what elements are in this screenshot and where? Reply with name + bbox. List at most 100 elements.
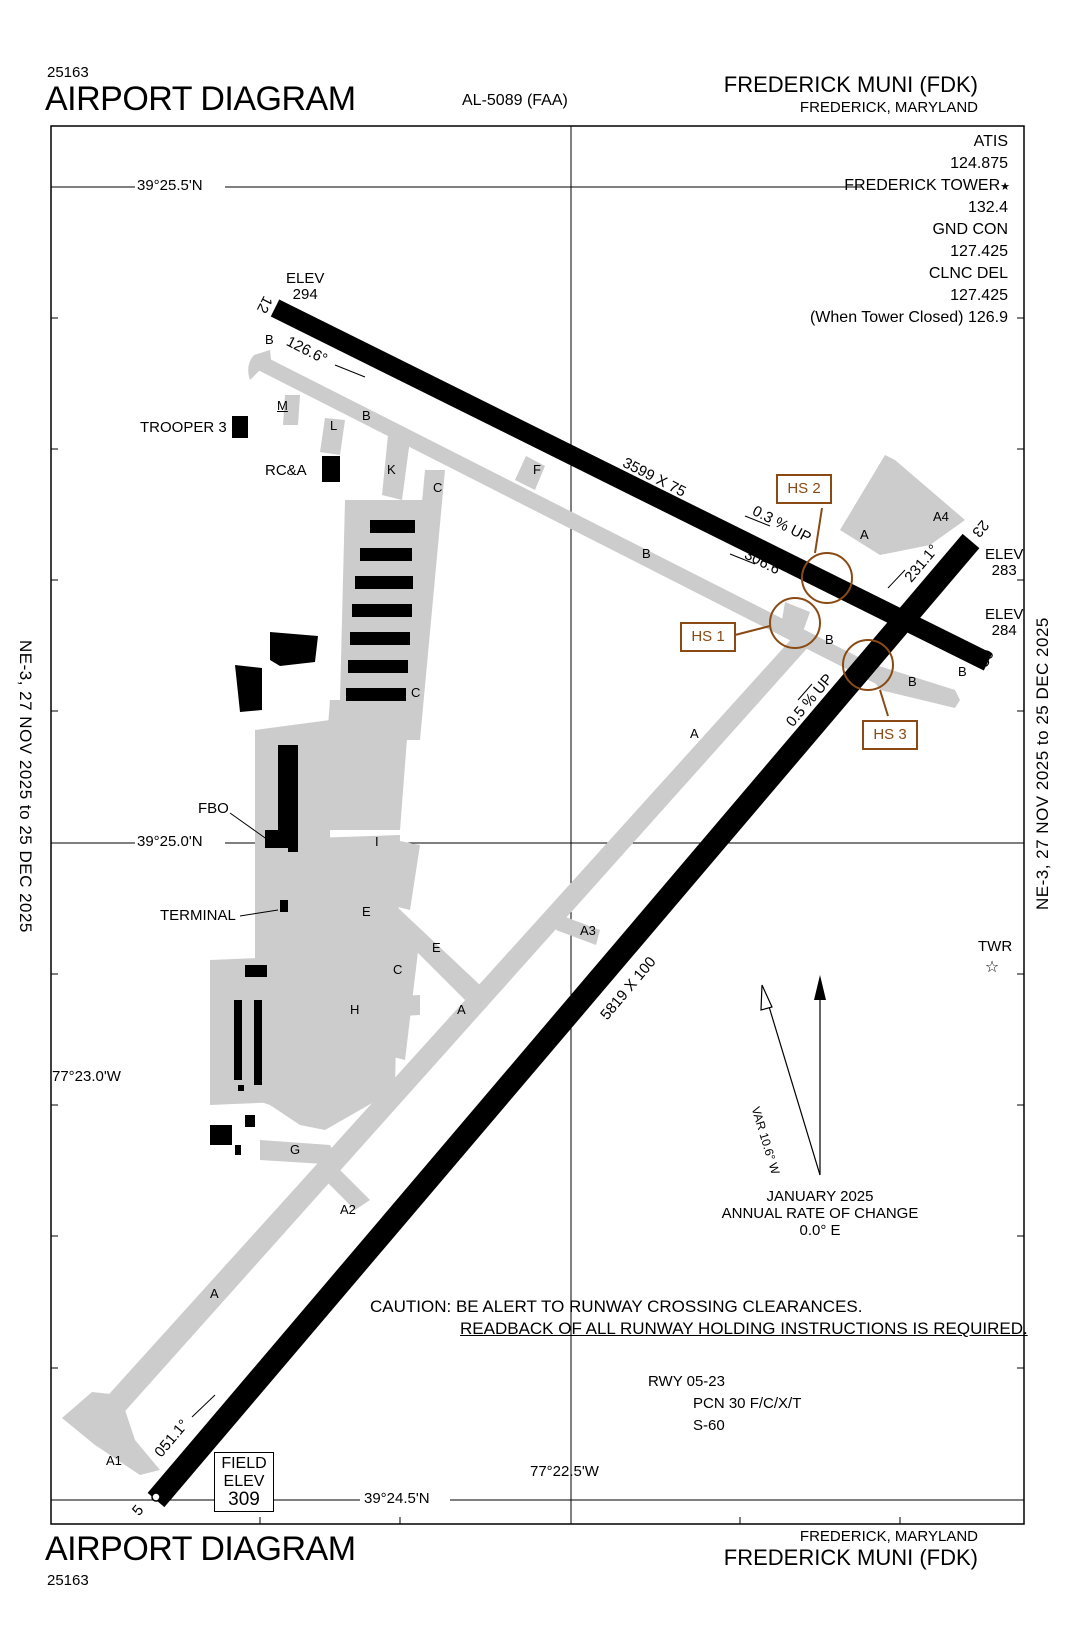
airport-name-top: FREDERICK MUNI (FDK) [723,72,978,97]
taxiway-b-label-6: B [958,664,967,679]
airport-location-top: FREDERICK, MARYLAND [799,99,978,116]
chart-title-top: AIRPORT DIAGRAM [45,80,356,118]
rwy-data-pcn: PCN 30 F/C/X/T [693,1395,802,1412]
tower-star-icon: ☆ [985,959,999,976]
terminal-leader-line [239,909,279,917]
taxiway-a-label-4: A [210,1286,219,1301]
lat-top: 39°25.5'N [137,177,203,194]
caution-line-2: READBACK OF ALL RUNWAY HOLDING INSTRUCTI… [460,1319,1028,1338]
atis-label: ATIS [973,133,1008,150]
tower-label-text: FREDERICK TOWER [844,177,1001,194]
terminal-label: TERMINAL [160,907,236,924]
hot-spot-3-circle [842,639,894,691]
airport-name-bottom: FREDERICK MUNI (FDK) [723,1545,978,1570]
fbo-label: FBO [198,800,229,817]
runway-12-30 [270,299,993,671]
building-terminal [280,900,288,912]
taxiway-b-label-2: B [362,408,371,423]
hot-spot-3-label[interactable]: HS 3 [862,720,918,750]
rwy-data-strength: S-60 [693,1417,725,1434]
tower-frequency: 132.4 [967,199,1008,216]
tower-star-small-icon: ★ [1000,181,1010,193]
taxiway-a-label-1: A [860,527,869,542]
rwy-30-elev-label: ELEV [985,606,1024,623]
atis-frequency: 124.875 [950,155,1008,172]
fbo-leader-line [229,812,269,841]
lat-mid: 39°25.0'N [137,833,203,850]
lon-right: 77°22.5'W [530,1463,599,1480]
tower-closed-frequency: (When Tower Closed) 126.9 [809,309,1008,326]
true-north-arrowhead [814,975,826,1000]
rwy-12-elev-label: ELEV [286,270,325,287]
taxiway-a1-label: A1 [106,1453,122,1468]
hot-spot-1-label[interactable]: HS 1 [680,622,736,652]
taxiway-l-label: L [330,418,338,433]
taxiway-a3-label: A3 [580,923,596,938]
hot-spot-1-circle [769,597,821,649]
building-rca [322,456,340,482]
buildings [210,416,415,1155]
trooper-3-label: TROOPER 3 [140,419,227,436]
hot-spot-circles [734,507,894,717]
magnetic-north-arrowhead [760,984,773,1011]
taxiway-b-label-1: B [265,332,274,347]
tower-label: FREDERICK TOWER★ [844,175,1010,198]
taxiway-e-label-2: E [432,940,441,955]
taxiway-a2-label: A2 [340,1202,356,1217]
taxiway-f-label: F [533,462,541,477]
hot-spot-2-circle [801,552,853,604]
rwy-23-elev-label: ELEV [985,546,1024,563]
building-fbo [278,745,298,840]
magnetic-rate-label: ANNUAL RATE OF CHANGE [721,1205,919,1222]
gnd-frequency: 127.425 [950,243,1008,260]
rca-label: RC&A [265,462,307,479]
rwy-data-id: RWY 05-23 [648,1373,725,1390]
rwy-30-elev-value: 284 [991,622,1017,639]
taxiway-h-label: H [350,1002,360,1017]
caution-line-1: CAUTION: BE ALERT TO RUNWAY CROSSING CLE… [370,1297,863,1316]
clnc-frequency: 127.425 [950,287,1008,304]
chart-number-bottom: 25163 [47,1572,89,1589]
chart-title-bottom: AIRPORT DIAGRAM [45,1530,356,1568]
hot-spot-2-label[interactable]: HS 2 [776,474,832,504]
magnetic-info: JANUARY 2025 ANNUAL RATE OF CHANGE 0.0° … [690,1188,950,1239]
taxiway-g-label: G [290,1142,301,1157]
taxiway-i-label: I [375,834,379,849]
field-elevation-box: FIELD ELEV 309 [214,1452,274,1512]
heading-arrows [191,364,906,1418]
magnetic-date: JANUARY 2025 [766,1188,874,1205]
taxiway-m-label: M [277,398,288,413]
taxiway-b-label-3: B [642,546,651,561]
lon-left: 77°23.0'W [52,1068,121,1085]
taxiway-c-label-1: C [433,480,443,495]
taxiway-k-label: K [387,462,396,477]
taxiway-c-label-3: C [393,962,403,977]
taxiway-a-label-3: A [457,1002,466,1017]
taxiway-c-label-2: C [411,685,421,700]
taxiway-a-label-2: A [690,726,699,741]
field-elev-value: 309 [228,1489,260,1510]
diagram-frame [50,125,1025,1525]
magnetic-rate: 0.0° E [799,1222,841,1239]
building-trooper-3 [232,416,248,438]
magnetic-arrows [766,995,821,1176]
field-elev-line2: ELEV [223,1473,265,1490]
grid-ticks [51,317,1024,1524]
taxiway-a4-label: A4 [933,509,949,524]
rwy-12-elev-value: 294 [292,286,318,303]
gnd-label: GND CON [932,221,1008,238]
taxiway-b-label-5: B [908,674,917,689]
airport-location-bottom: FREDERICK, MARYLAND [799,1528,978,1545]
field-elev-line1: FIELD [221,1455,267,1472]
runway-5-23 [147,533,980,1508]
al-number: AL-5089 (FAA) [462,92,568,109]
taxiway-e-label-1: E [362,904,371,919]
rwy-23-elev-value: 283 [991,562,1017,579]
chart-number-top: 25163 [47,64,89,81]
taxiway-b-label-4: B [825,632,834,647]
tower-label: TWR [978,938,1013,955]
